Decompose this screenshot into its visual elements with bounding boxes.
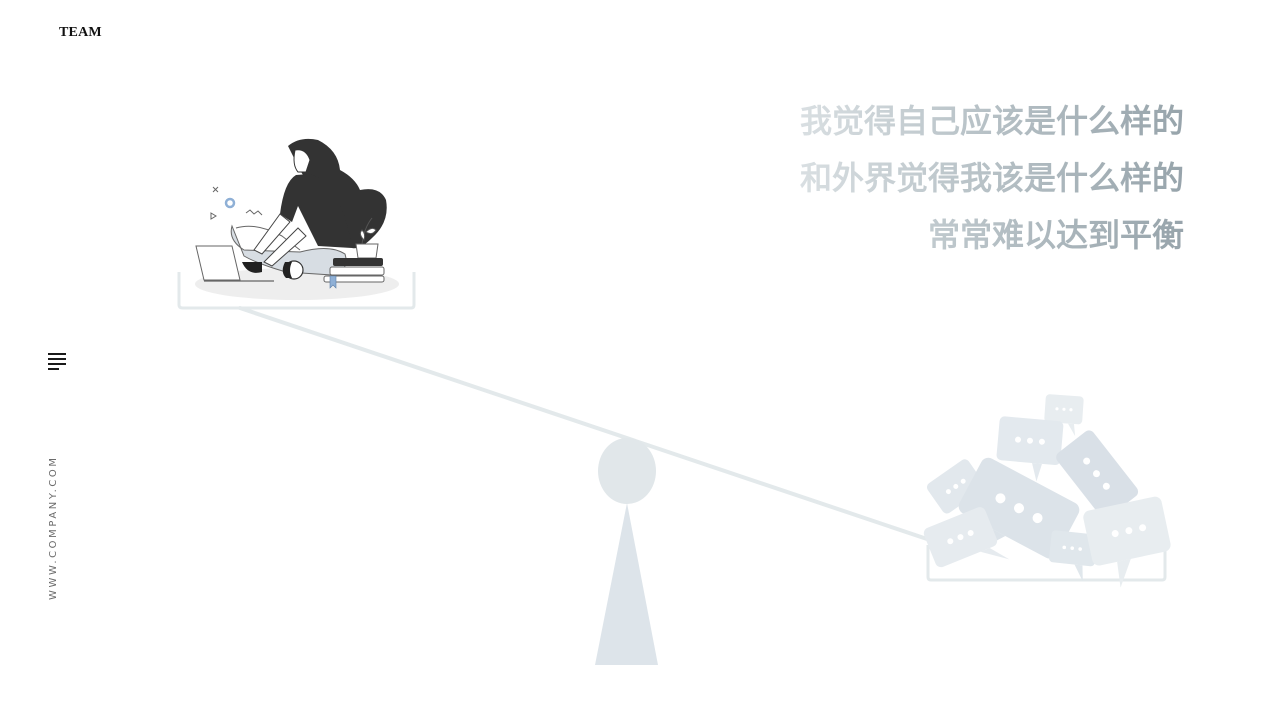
hamburger-menu-icon[interactable] [48, 353, 66, 370]
seesaw-beam [238, 306, 932, 542]
brand-logo: TEAM [59, 25, 102, 40]
decor-squiggle-icon [245, 209, 263, 216]
woman-with-laptop-illustration [195, 138, 387, 289]
speech-bubbles-pile-illustration [923, 394, 1171, 588]
headline-line-1: 我觉得自己应该是什么样的 [800, 93, 1184, 150]
fulcrum [595, 438, 658, 665]
speech-bubble-icon [1056, 430, 1139, 519]
decor-x-icon [212, 186, 219, 193]
headline-line-2: 和外界觉得我该是什么样的 [800, 150, 1184, 207]
speech-bubble-icon [1083, 496, 1171, 588]
right-pan [926, 545, 1167, 582]
decor-triangle-icon [210, 212, 217, 220]
decor-ring-icon [224, 197, 236, 209]
speech-bubble-icon [996, 416, 1064, 482]
headline: 我觉得自己应该是什么样的 和外界觉得我该是什么样的 常常难以达到平衡 [800, 93, 1184, 264]
speech-bubble-icon [923, 507, 1010, 568]
headline-line-3: 常常难以达到平衡 [800, 207, 1184, 264]
